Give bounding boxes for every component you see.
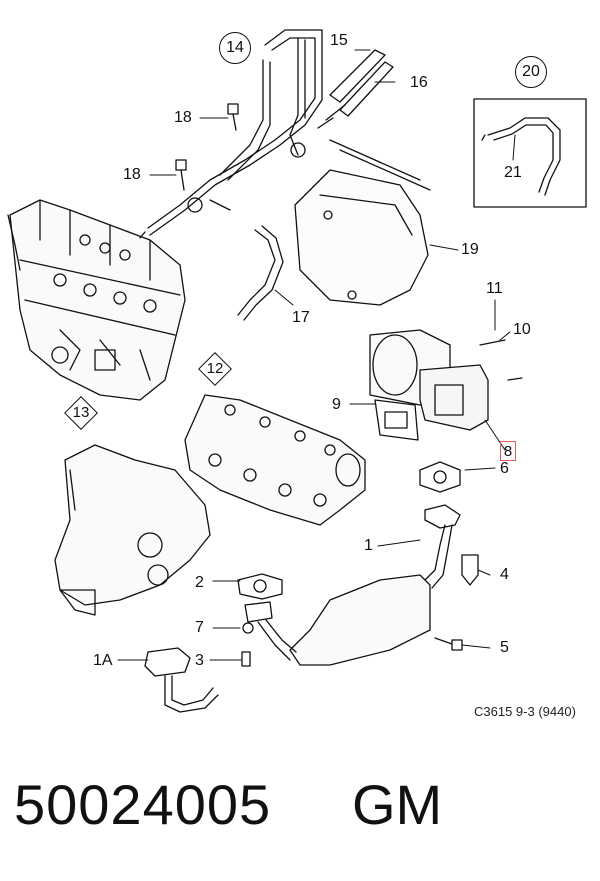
diagram-reference-code: C3615 9-3 (9440) [474, 704, 576, 719]
badge-13: 13 [64, 396, 98, 430]
badge-14: 14 [219, 32, 251, 64]
part-20-21-inset-box [473, 98, 587, 208]
exploded-parts-diagram [7, 29, 587, 713]
part-15-16-hose-connectors [317, 49, 394, 129]
badge-12-label: 12 [206, 360, 224, 377]
callout-1a: 1A [93, 652, 113, 669]
badge-14-label: 14 [226, 39, 244, 56]
badge-20: 20 [515, 56, 547, 88]
callout-1: 1 [364, 537, 373, 554]
callout-21: 21 [504, 164, 522, 181]
egr-valve-assembly [369, 329, 523, 441]
callout-16: 16 [410, 74, 428, 91]
callout-18-upper: 18 [174, 109, 192, 126]
leader-lines [117, 49, 516, 661]
badge-12: 12 [198, 352, 232, 386]
part-1a-outlet-pipe [144, 647, 219, 713]
engine-block-illustration [7, 199, 186, 401]
callout-2: 2 [195, 574, 204, 591]
callout-11: 11 [486, 280, 503, 297]
callout-17: 17 [292, 309, 310, 326]
part-19-heat-shield-cover [294, 139, 431, 306]
callout-8-highlighted[interactable]: 8 [500, 441, 516, 461]
badge-13-label: 13 [72, 404, 90, 421]
part-14-coolant-pipes [139, 29, 323, 239]
callout-3: 3 [195, 652, 204, 669]
part-13-turbocharger [54, 444, 211, 616]
part-12-exhaust-manifold [184, 394, 366, 526]
callout-19: 19 [461, 241, 479, 258]
egr-pipe-assembly [237, 461, 479, 667]
part-17-hose [237, 225, 284, 321]
callout-15: 15 [330, 32, 348, 49]
part-18-bolts [175, 103, 239, 191]
badge-20-label: 20 [522, 63, 540, 80]
callout-9: 9 [332, 396, 341, 413]
callout-5: 5 [500, 639, 509, 656]
callout-7: 7 [195, 619, 204, 636]
callout-4: 4 [500, 566, 509, 583]
callout-10: 10 [513, 321, 531, 338]
part-number: 50024005 [14, 773, 272, 836]
manufacturer-label: GM [352, 773, 443, 836]
callout-6: 6 [500, 460, 509, 477]
callout-18-lower: 18 [123, 166, 141, 183]
